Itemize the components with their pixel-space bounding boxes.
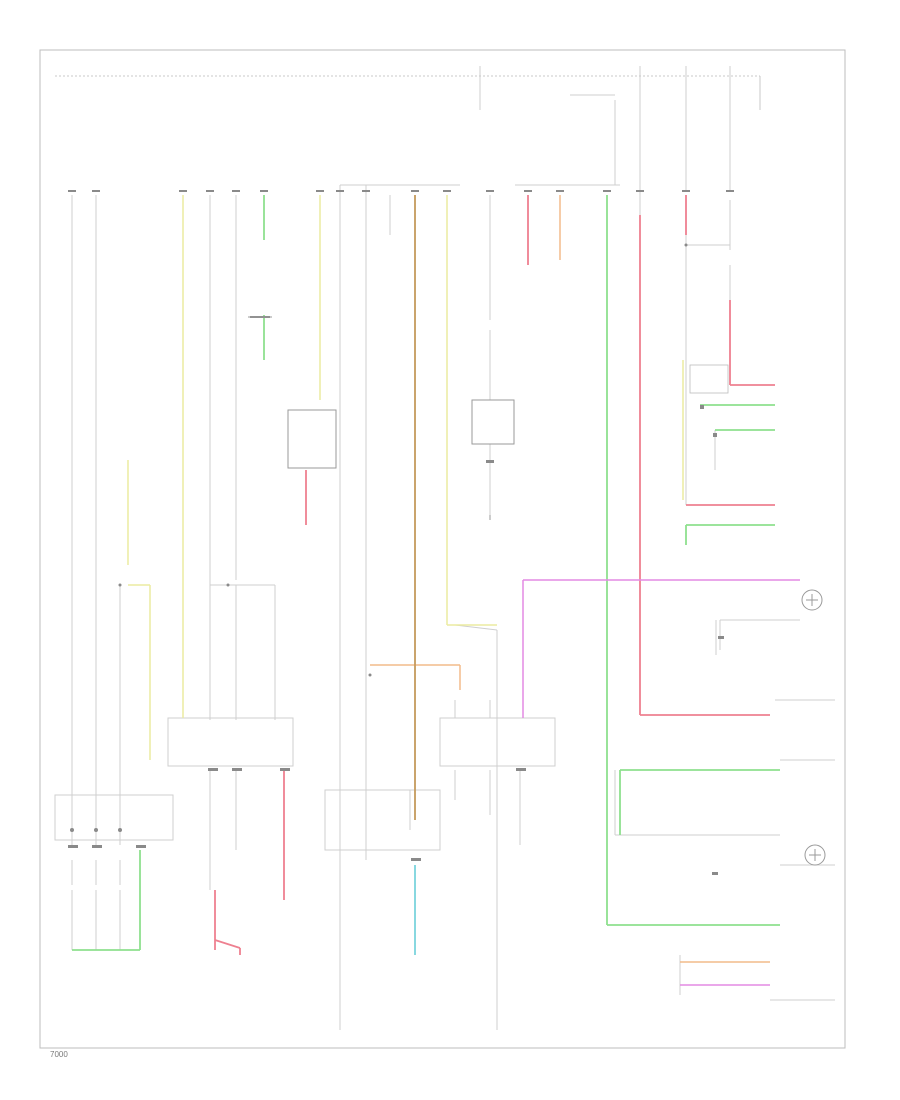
relay-module-right: [471, 399, 515, 445]
switch-box-right: [689, 364, 729, 394]
green-wires: [72, 195, 780, 951]
lamp-icon: [801, 589, 823, 611]
gray-wires: [54, 66, 835, 1030]
lamp-icon: [804, 844, 826, 866]
yellow-wires: [127, 195, 684, 760]
red-wires: [214, 195, 775, 955]
diagram-frame: [39, 49, 846, 1049]
connector-marks: [68, 190, 734, 875]
magenta-wires: [522, 579, 800, 986]
page-number: 7000: [50, 1050, 68, 1059]
ground-icon: [248, 316, 491, 520]
relay-module-upper: [287, 409, 337, 469]
orange-wires: [370, 195, 770, 963]
